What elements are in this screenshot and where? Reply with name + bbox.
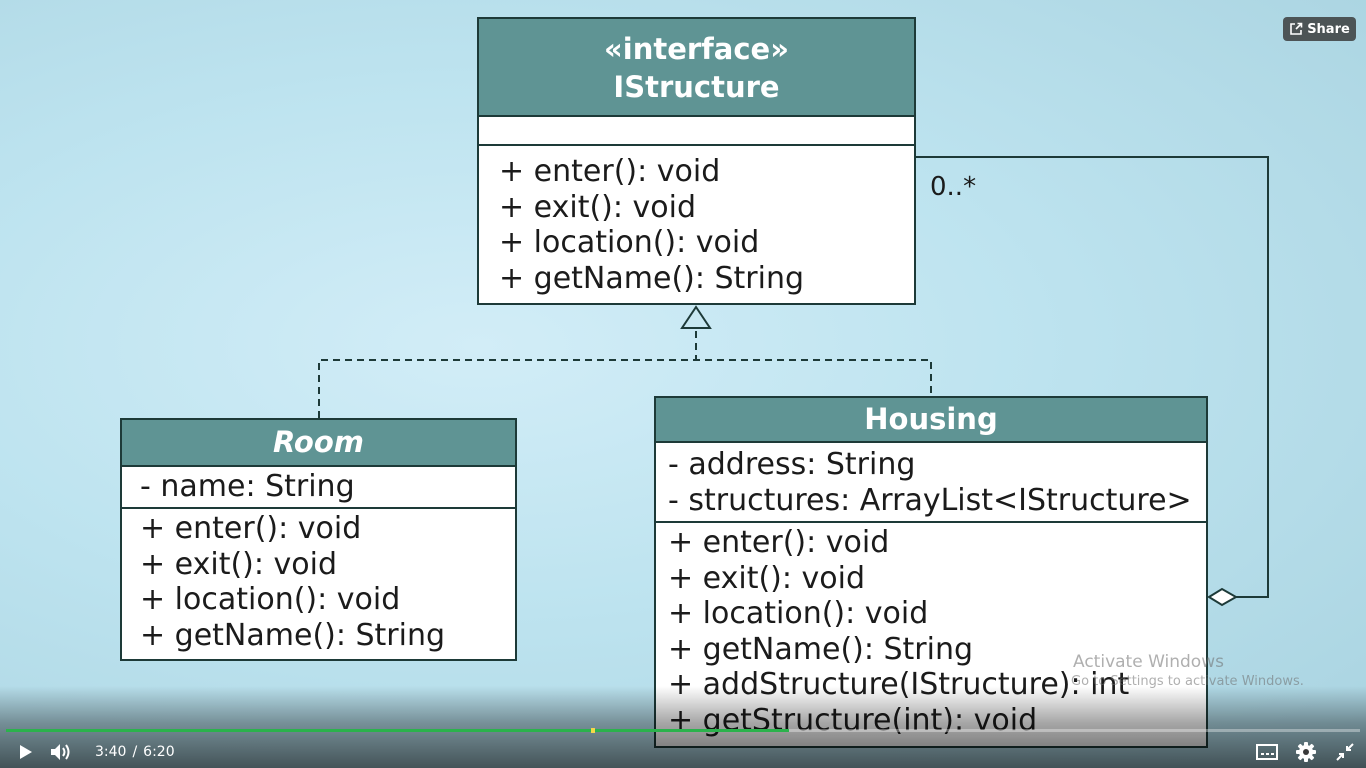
volume-icon (51, 744, 70, 760)
class-name: IStructure (613, 70, 780, 104)
play-icon (20, 745, 32, 759)
share-icon (1289, 22, 1303, 36)
interface-class-box: «interface» IStructure + enter(): void +… (477, 17, 916, 305)
operation-item: + location(): void (668, 596, 929, 631)
operation-item: + exit(): void (668, 560, 865, 596)
share-label: Share (1307, 21, 1350, 37)
operation-item: + getName(): String (140, 617, 446, 653)
exit-fullscreen-button[interactable] (1331, 740, 1359, 764)
settings-button[interactable] (1292, 740, 1320, 764)
player-controls: 3:40 / 6:20 (0, 736, 1366, 768)
operation-item: + enter(): void (668, 525, 890, 560)
operation-item: + exit(): void (140, 546, 337, 582)
share-button[interactable]: Share (1283, 17, 1356, 41)
attributes-section (479, 117, 914, 146)
room-class-box: Room - name: String + enter(): void + ex… (120, 418, 517, 661)
attributes-section: - address: String - structures: ArrayLis… (656, 443, 1206, 523)
realization-arrowhead (680, 305, 712, 329)
captions-icon (1256, 744, 1278, 760)
watermark-title: Activate Windows (1073, 652, 1224, 672)
stereotype-label: «interface» (604, 32, 789, 66)
watermark-subtitle: Go to Settings to activate Windows. (1071, 674, 1304, 689)
operation-item: + enter(): void (140, 511, 362, 546)
total-time: 6:20 (143, 744, 175, 760)
play-button[interactable] (12, 740, 38, 764)
attribute-item: - name: String (140, 469, 355, 504)
operations-section: + enter(): void + exit(): void + locatio… (479, 146, 914, 296)
housing-class-box: Housing - address: String - structures: … (654, 396, 1208, 748)
progress-bar[interactable] (6, 728, 1360, 733)
attribute-item: - address: String (668, 447, 916, 482)
operation-item: + getName(): String (499, 260, 805, 296)
operation-item: + getName(): String (668, 631, 974, 667)
gear-icon (1296, 742, 1316, 762)
operations-section: + enter(): void + exit(): void + locatio… (122, 509, 515, 653)
progress-fill (6, 729, 789, 732)
operation-item: + getStructure(int): void (668, 702, 1038, 738)
operation-item: + location(): void (499, 225, 760, 260)
class-header: Housing (656, 398, 1206, 443)
time-separator: / (132, 744, 138, 760)
realization-line (318, 331, 932, 418)
operation-item: + location(): void (140, 582, 401, 617)
aggregation-diamond (1207, 587, 1239, 607)
class-header: «interface» IStructure (479, 19, 914, 117)
exit-fullscreen-icon (1336, 743, 1354, 761)
volume-button[interactable] (47, 740, 75, 764)
current-time: 3:40 (95, 744, 127, 760)
operation-item: + enter(): void (499, 154, 721, 189)
class-header: Room (122, 420, 515, 467)
aggregation-line (916, 156, 1269, 598)
captions-button[interactable] (1253, 740, 1281, 764)
chapter-marker (590, 728, 595, 733)
attributes-section: - name: String (122, 467, 515, 509)
activation-watermark: Activate Windows Go to Settings to activ… (1071, 651, 1304, 691)
operations-section: + enter(): void + exit(): void + locatio… (656, 523, 1206, 738)
attribute-item: - structures: ArrayList<IStructure> (668, 482, 1192, 518)
operation-item: + exit(): void (499, 189, 696, 225)
time-display: 3:40 / 6:20 (95, 744, 175, 760)
multiplicity-label: 0..* (930, 172, 977, 202)
